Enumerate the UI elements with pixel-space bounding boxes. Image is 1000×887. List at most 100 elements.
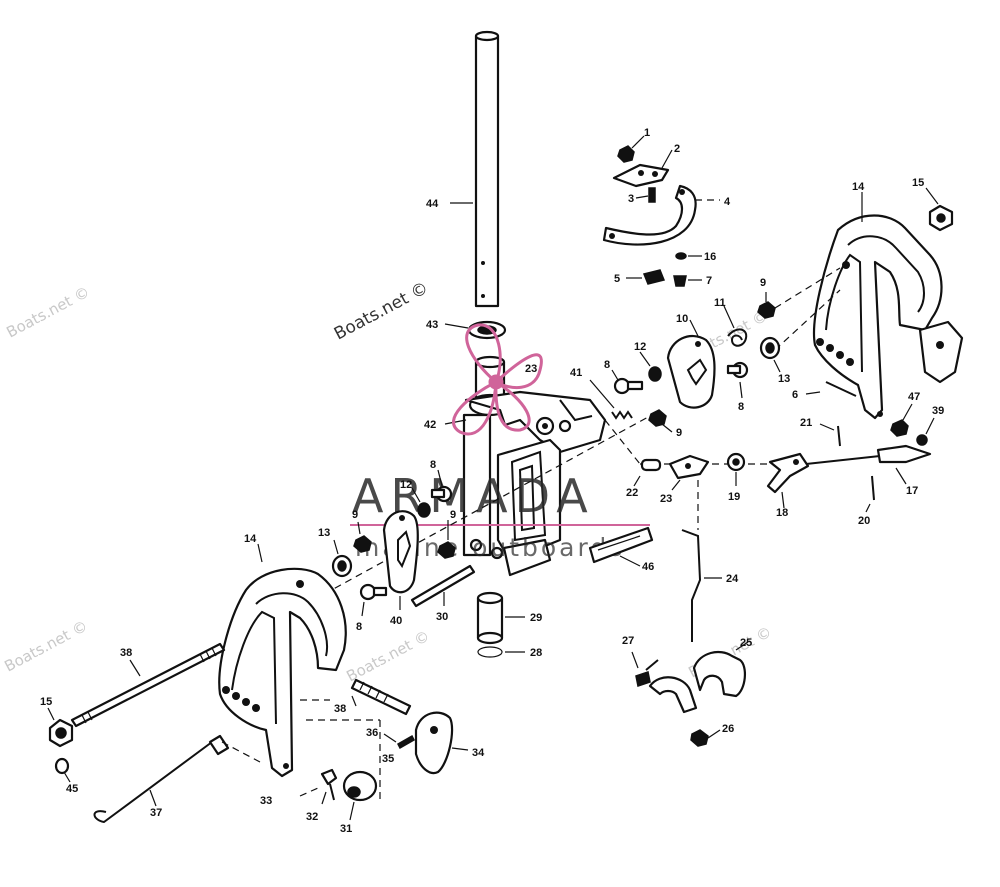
part-15-nut-right [928,204,954,232]
part-20-pin [871,475,875,501]
part-3-screw [648,187,656,203]
part-16-washer [675,252,687,260]
callout-30: 30 [436,611,448,623]
callout-8: 8 [430,459,436,471]
callout-9: 9 [352,509,358,521]
callout-18: 18 [776,507,788,519]
part-14-clamp-bracket-right [813,214,943,420]
part-37-handle [93,734,230,824]
callout-38: 38 [120,647,132,659]
part-22-pin [640,458,662,472]
part-31-swivel-pad [342,770,378,802]
part-5-clip [642,269,666,285]
callout-1: 1 [644,127,650,139]
part-2-plate [612,163,670,188]
part-26-nut [690,729,709,747]
callout-8: 8 [356,621,362,633]
callout-41: 41 [570,367,582,379]
callout-28: 28 [530,647,542,659]
part-8-pin-left-lower [359,583,388,601]
part-9-nut-left-b [353,535,372,553]
callout-27: 27 [622,635,634,647]
callout-7: 7 [706,275,712,287]
callout-46: 46 [642,561,654,573]
callout-33: 33 [260,795,272,807]
callout-16: 16 [704,251,716,263]
callout-24: 24 [726,573,739,585]
part-6-screw [825,381,857,397]
part-25-clamp [648,650,746,714]
part-swivel-bracket [462,355,607,577]
callout-37: 37 [150,807,162,819]
watermark-boats-net: Boats.net © [343,627,432,686]
callout-31: 31 [340,823,352,835]
part-8-pin-upper-right [726,361,749,379]
callout-9: 9 [760,277,766,289]
part-18-yoke [766,452,810,494]
callout-38: 38 [334,703,346,715]
callout-20: 20 [858,515,870,527]
callout-8: 8 [738,401,744,413]
callout-23: 23 [660,493,672,505]
watermark-boats-net: Boats.net © [3,283,92,342]
callout-15: 15 [40,696,52,708]
part-9-nut-upper-right [757,301,776,319]
part-13-washer-right [759,336,781,360]
callout-3: 3 [628,193,634,205]
callout-13: 13 [778,373,790,385]
callout-40: 40 [390,615,402,627]
part-45-washer [54,757,70,775]
callout-14: 14 [244,533,257,545]
part-10-cam-plate [666,334,716,409]
callout-15: 15 [912,177,924,189]
callout-35: 35 [382,753,394,765]
part-44-tube [474,30,500,308]
callout-4: 4 [724,196,731,208]
callout-12: 12 [634,341,646,353]
part-17-rod [805,444,932,465]
part-35-screw [397,734,415,750]
callout-26: 26 [722,723,734,735]
callout-47: 47 [908,391,920,403]
part-9-nut-center [648,409,667,427]
callout-8: 8 [604,359,610,371]
callout-9: 9 [450,509,456,521]
callout-13: 13 [318,527,330,539]
part-23-link [668,454,710,480]
part-40-cam-plate [382,510,419,594]
part-21-pin [837,425,841,447]
callout-25: 25 [740,637,752,649]
part-clamp-pad-right [918,320,964,384]
part-12-washer-left [417,502,431,518]
part-47-nut [890,419,909,437]
part-32-screw [320,768,338,801]
callout-10: 10 [676,313,688,325]
callout-labels: 1 2 3 4 16 5 7 9 10 11 12 8 8 13 6 14 15… [40,127,944,835]
part-27-screw [635,659,659,687]
part-39-washer [916,434,928,446]
part-9-nut-left-a [437,541,456,559]
propeller-logo-icon [452,323,543,436]
callout-5: 5 [614,273,620,285]
watermark-boats-net-dark: Boats.net © [331,278,432,344]
callout-34: 34 [472,747,485,759]
callout-22: 22 [626,487,638,499]
part-29-bushing [476,591,504,645]
part-7-screw [673,275,687,287]
callout-17: 17 [906,485,918,497]
callout-32: 32 [306,811,318,823]
callout-9: 9 [676,427,682,439]
part-41-spring [611,410,633,420]
part-8-pin-upper-left [613,377,644,395]
part-46-decal [588,526,654,564]
callout-6: 6 [792,389,798,401]
callout-39: 39 [932,405,944,417]
callout-12: 12 [400,479,412,491]
part-43-washer [467,320,507,340]
callout-11: 11 [714,297,726,309]
part-13-washer-left [331,554,353,578]
callout-42: 42 [424,419,436,431]
part-4-bracket [602,184,697,246]
part-30-rod [410,564,476,608]
